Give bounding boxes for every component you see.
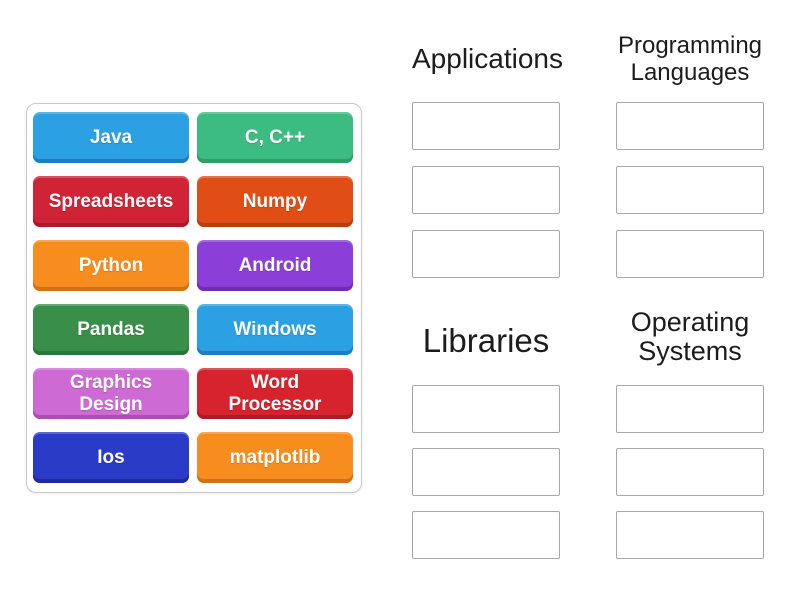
drop-slot-operating-systems-2[interactable] xyxy=(616,448,764,496)
tile-c-cpp[interactable]: C, C++ xyxy=(197,112,353,163)
tile-matplotlib[interactable]: matplotlib xyxy=(197,432,353,483)
drop-slot-programming-languages-3[interactable] xyxy=(616,230,764,278)
tile-windows[interactable]: Windows xyxy=(197,304,353,355)
drop-slot-libraries-3[interactable] xyxy=(412,511,560,559)
drop-slot-applications-1[interactable] xyxy=(412,102,560,150)
group-title-operating-systems: Operating Systems xyxy=(630,307,750,366)
tile-graphics-design[interactable]: Graphics Design xyxy=(33,368,189,419)
drop-slot-applications-3[interactable] xyxy=(412,230,560,278)
tile-tray-panel: Java C, C++ Spreadsheets Numpy Python An… xyxy=(26,103,362,493)
drop-slot-applications-2[interactable] xyxy=(412,166,560,214)
tile-pandas[interactable]: Pandas xyxy=(33,304,189,355)
tile-numpy[interactable]: Numpy xyxy=(197,176,353,227)
drop-slot-operating-systems-3[interactable] xyxy=(616,511,764,559)
drop-slot-programming-languages-1[interactable] xyxy=(616,102,764,150)
group-title-libraries: Libraries xyxy=(422,322,550,359)
group-title-applications: Applications xyxy=(412,43,563,74)
tile-java[interactable]: Java xyxy=(33,112,189,163)
drop-slot-operating-systems-1[interactable] xyxy=(616,385,764,433)
drop-slot-libraries-2[interactable] xyxy=(412,448,560,496)
tile-word-processor[interactable]: Word Processor xyxy=(197,368,353,419)
drop-slot-programming-languages-2[interactable] xyxy=(616,166,764,214)
tile-android[interactable]: Android xyxy=(197,240,353,291)
tile-spreadsheets[interactable]: Spreadsheets xyxy=(33,176,189,227)
drop-slot-libraries-1[interactable] xyxy=(412,385,560,433)
group-title-programming-languages: Programming Languages xyxy=(617,32,763,86)
tile-ios[interactable]: Ios xyxy=(33,432,189,483)
tile-python[interactable]: Python xyxy=(33,240,189,291)
